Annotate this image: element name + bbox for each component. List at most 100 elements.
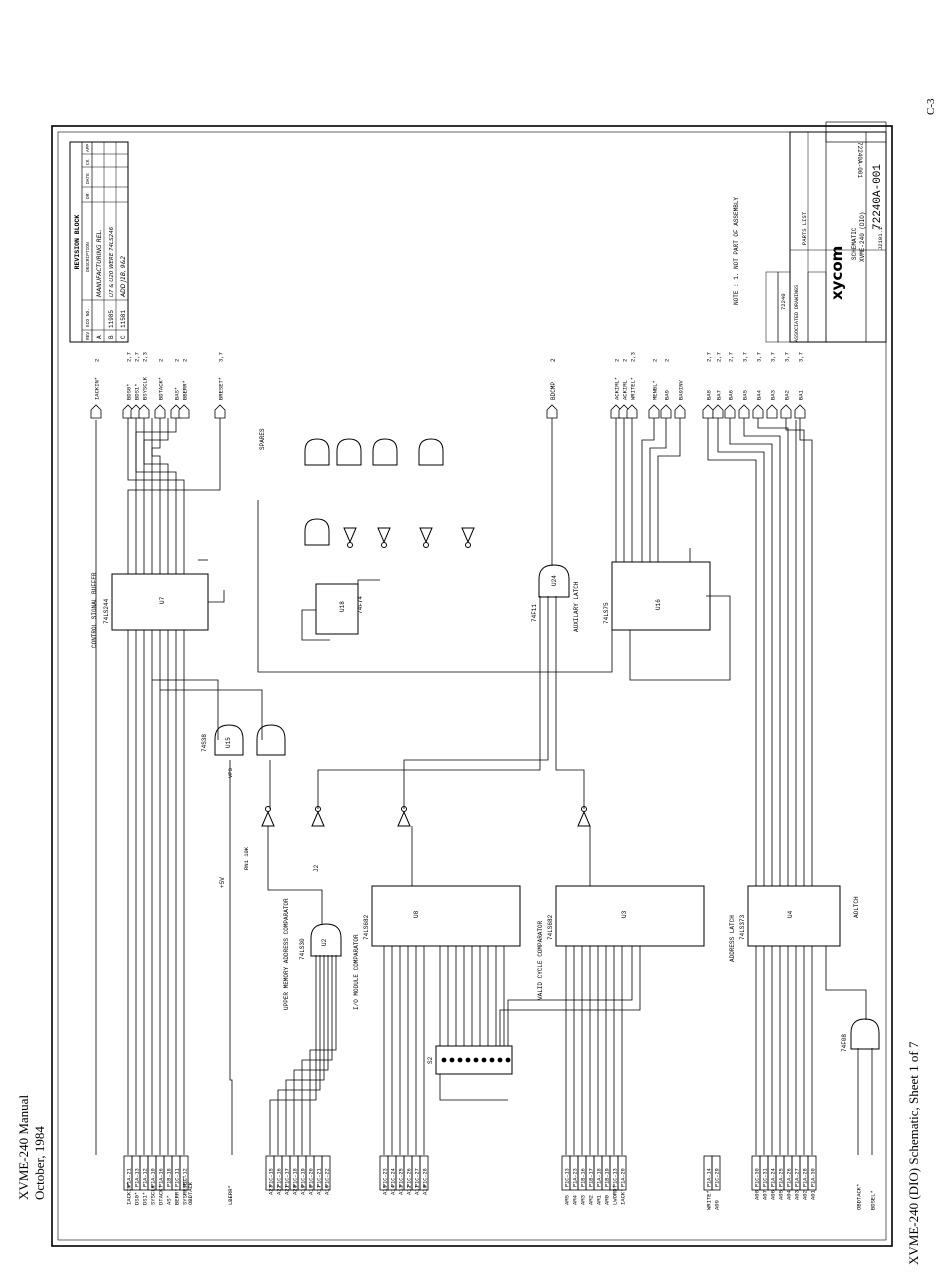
latch-pin-5: P1A-27 [795,1168,801,1187]
am-pin-2: P1B-16 [581,1168,587,1187]
left-pin-5: P1B-18 [167,1168,173,1187]
parts-list-label: PARTS LIST [801,211,808,245]
write-pin-1-box [711,1155,721,1191]
am-signal-6: LWORD* [612,1185,619,1205]
revision-row-b-eco: 11985 [108,310,115,328]
chip-u25: 74F08 [841,1018,880,1052]
right-out-label-4: BA9 [664,390,671,400]
latch-out-arrow-1 [712,404,724,419]
upper-pin-7: P1C-22 [325,1168,331,1187]
left-signal-4: DTACK* [158,1185,165,1205]
chip-u16: 74LS75 U16 [603,561,711,631]
drawing-inner-border [57,131,887,1241]
revision-row-b-desc: U7 & U20 WERE 74LS246 [109,226,115,297]
right-out-label-5: BA9INV [678,379,685,400]
upper-pin-7-box [321,1155,331,1191]
left-signal-3: SYSCLK [150,1184,157,1205]
chip-u7: 74LS244 U7 [103,573,209,631]
top-out-arrow-7 [214,404,226,419]
am-signal-1: AM4 [572,1194,579,1205]
svg-text:U18: U18 [339,601,346,612]
upper-pin-0: P1C-15 [269,1168,275,1187]
right-out-arrow-5 [674,404,686,419]
drawing-number: 72240A-001 [872,164,884,230]
latch-signal-0: A08 [754,1190,761,1200]
dip-switch-s2: S2 [427,1045,513,1101]
latch-out-sheet-4: 3,7 [756,352,763,362]
top-out-sheet-7: 3,7 [218,352,225,362]
latch-signal-1: A07 [762,1190,769,1200]
manual-title: XVME-240 Manual [16,1095,31,1200]
top-out-label-7: BRESET* [218,377,225,400]
write-pin-0: P1A-14 [707,1168,713,1187]
left-signal-0: IACKIN* [126,1182,133,1205]
left-pin-7: P1C-12 [183,1168,189,1187]
label-aux-latch: AUXILARY LATCH [573,581,580,632]
revision-row-b-rev: B [108,335,115,339]
right-out-sheet-1: 2 [622,359,629,362]
right-out-label-2: WRITEL* [630,377,637,400]
top-out-label-3: BSYSCLK [142,376,149,400]
assembly-table [765,271,827,343]
top-out-label-4: BDTACK* [158,377,165,400]
manual-header: XVME-240 Manual October, 1984 [16,1095,47,1200]
label-valid-comparator: VALID CYCLE COMPARATOR [537,920,544,1000]
top-out-sheet-5: 2 [174,359,181,362]
io-addr-labels: A15P1C-23A14P1C-24A13P1C-25A12P1C-26A11P… [379,1155,429,1195]
bottom-signal-1: BDSEL* [870,1190,877,1210]
label-upper-comparator: UPPER MEMORY ADDRESS COMPARATOR [283,898,290,1010]
latch-out-label-1: BA7 [716,390,723,400]
jumper-label: J2 [313,864,320,872]
left-pin-6: P1C-11 [175,1168,181,1187]
revision-row-a-desc: MANUFACTURING REL. [96,229,103,297]
right-out-arrow-2 [626,404,638,419]
revision-header-eco: ECO NO. [85,308,91,327]
svg-text:74LS682: 74LS682 [363,914,370,940]
latch-out-sheet-2: 2,7 [728,352,735,362]
am-pin-5: P1B-19 [605,1168,611,1187]
label-address-latch: ADDRESS LATCH [729,915,736,962]
latch-pin-7: P1A-30 [811,1168,817,1187]
io-pin-3: P1C-26 [407,1168,413,1187]
io-pin-5: P1C-28 [423,1168,429,1187]
revision-row-c-eco: 11581 [120,310,127,328]
left-signal-obdtack: OBDTACK [187,1181,194,1205]
latch-out-sheet-7: 3,7 [798,352,805,362]
svg-text:U16: U16 [655,599,662,610]
revision-header-app: APP [85,144,91,152]
latch-pin-1: P1C-31 [763,1168,769,1187]
svg-text:U15: U15 [225,737,232,748]
latch-signal-4: A04 [786,1189,793,1200]
latch-pin-6: P1A-28 [803,1168,809,1187]
upper-pin-3: P1C-18 [293,1168,299,1187]
latch-signal-6: A02 [802,1190,809,1200]
latch-out-label-4: BA4 [756,389,763,400]
chip-u4: 74LS373 U4 [739,885,841,947]
company-logo: xycom [828,246,846,300]
right-out-label-1: ACKIML [622,380,629,400]
latch-pin-7-box [807,1155,817,1191]
svg-text:74F74: 74F74 [357,596,364,614]
latch-out-label-0: BA8 [706,390,713,400]
revision-row-a-rev: A [96,335,103,339]
revision-header-rev: REV [85,332,91,340]
right-output-labels: ACKIML*2ACKIML2WRITEL*2,3MENBL*2BA92BA9I… [610,352,686,419]
am-pin-7-box [617,1155,627,1191]
latch-signal-2: A06 [770,1190,777,1200]
am-pin-7: P1A-20 [621,1168,627,1187]
latch-signal-7: A01 [810,1189,817,1200]
top-out-label-6: BBERR* [182,380,189,400]
top-out-sheet-2: 2,7 [134,352,141,362]
right-out-sheet-3: 2 [652,359,659,362]
sheet-caption-text: XVME-240 (DIO) Schematic, Sheet 1 of 7 [906,1041,921,1265]
page-number: C-3 [925,98,937,115]
right-out-label-3: MENBL* [652,380,659,400]
am-signal-4: AM1 [596,1194,603,1205]
svg-text:74LS30: 74LS30 [299,938,306,960]
label-io-comparator: I/O MODULE COMPARATOR [353,934,360,1010]
top-out-label-2: BDS1* [134,383,141,400]
latch-pin-0: P1C-30 [755,1168,761,1187]
svg-text:74LS682: 74LS682 [547,914,554,940]
latch-out-arrow-3 [738,404,750,419]
